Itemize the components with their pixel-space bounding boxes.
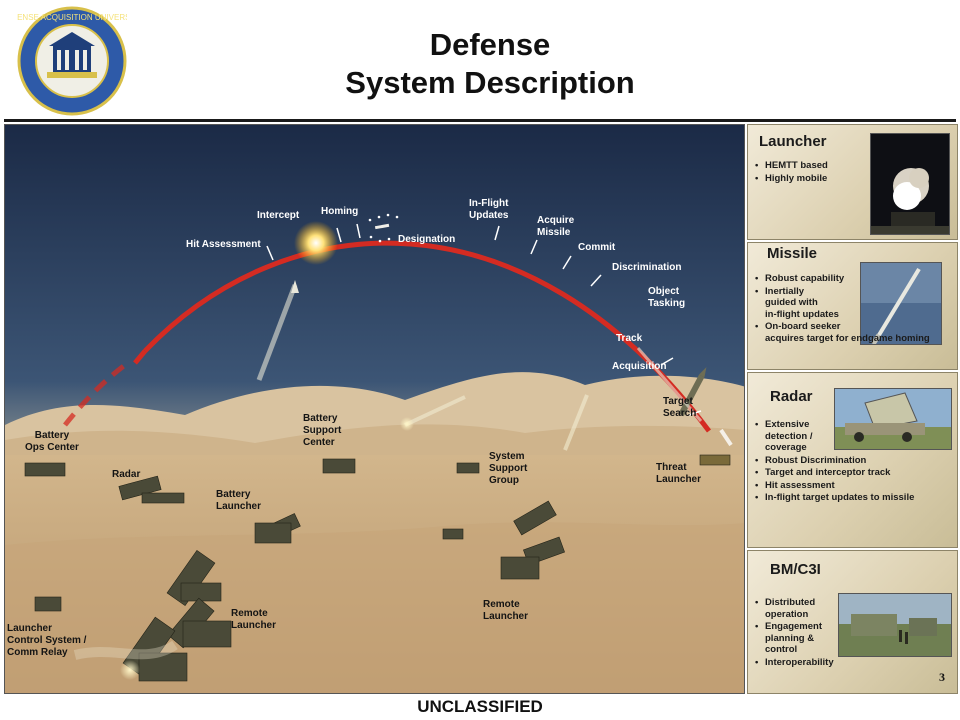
missile-panel-list: Robust capability Inertially guided with… xyxy=(755,273,960,345)
missile-item-2: Inertially guided with in-flight updates xyxy=(755,286,960,321)
missile-item-3: On-board seeker acquires target for endg… xyxy=(755,321,960,344)
radar-item-5: In-flight target updates to missile xyxy=(755,492,955,504)
label-acquisition: Acquisition xyxy=(612,361,667,372)
launch-photo-icon xyxy=(870,133,950,235)
label-hit-assessment: Hit Assessment xyxy=(186,239,261,250)
radar-panel: Radar Extensive detection / coverage Rob… xyxy=(747,372,958,548)
intercept-flash xyxy=(294,221,338,265)
label-acquire-missile: Acquire Missile xyxy=(537,215,575,238)
radar-item-4: Hit assessment xyxy=(755,480,955,492)
bmc3i-item-1: Distributed operation xyxy=(755,597,845,620)
label-battery-support-center: Battery Support Center xyxy=(303,413,342,448)
radar-panel-list: Extensive detection / coverage Robust Di… xyxy=(755,419,955,505)
label-launcher-control-system: Launcher Control System / Comm Relay xyxy=(7,623,87,658)
label-designation: Designation xyxy=(398,234,456,245)
label-remote-launcher-right: Remote Launcher xyxy=(483,599,529,622)
svg-text:DEFENSE ACQUISITION UNIVERSITY: DEFENSE ACQUISITION UNIVERSITY xyxy=(17,13,127,22)
page-title: Defense System Description xyxy=(300,26,680,102)
engagement-arc xyxy=(143,240,712,433)
c3i-photo-icon xyxy=(838,593,952,657)
header-rule xyxy=(4,119,956,122)
radar-item-1: Extensive detection / coverage xyxy=(755,419,955,454)
launcher-panel-title: Launcher xyxy=(759,133,827,150)
missile-panel-title: Missile xyxy=(767,245,818,262)
label-target-search: Target Search xyxy=(663,396,697,419)
label-threat-launcher: Threat Launcher xyxy=(656,462,702,485)
radar-item-3: Target and interceptor track xyxy=(755,467,955,479)
bmc3i-panel: BM/C3I Distributed operation Engagement … xyxy=(747,550,958,694)
system-concept-illustration: Hit Assessment Intercept Homing Designat… xyxy=(4,124,745,694)
bmc3i-panel-list: Distributed operation Engagement plannin… xyxy=(755,597,845,669)
label-remote-launcher-center: Remote Launcher xyxy=(231,608,277,631)
label-homing: Homing xyxy=(321,206,359,217)
missile-item-1: Robust capability xyxy=(755,273,960,285)
bmc3i-panel-title: BM/C3I xyxy=(770,561,821,578)
bmc3i-item-3: Interoperability xyxy=(755,657,845,669)
missile-panel: Missile Robust capability Inertially gui… xyxy=(747,242,958,370)
radar-panel-title: Radar xyxy=(770,388,813,405)
launcher-panel: Launcher HEMTT based Highly mobile xyxy=(747,124,958,240)
label-commit: Commit xyxy=(578,242,616,253)
bmc3i-item-2: Engagement planning & control xyxy=(755,621,845,656)
defense-acquisition-university-seal: DEFENSE ACQUISITION UNIVERSITY xyxy=(17,6,127,116)
launcher-item-2: Highly mobile xyxy=(755,173,865,185)
launcher-item-1: HEMTT based xyxy=(755,160,865,172)
label-intercept: Intercept xyxy=(257,210,300,221)
label-discrimination: Discrimination xyxy=(612,262,682,273)
label-system-support-group: System Support Group xyxy=(489,451,528,486)
title-line-2: System Description xyxy=(345,65,635,100)
component-panels: Launcher HEMTT based Highly mobile Missi… xyxy=(747,124,958,694)
label-object-tasking: Object Tasking xyxy=(648,286,686,309)
title-line-1: Defense xyxy=(429,27,551,62)
label-in-flight-updates: In-Flight Updates xyxy=(469,198,509,221)
radar-item-2: Robust Discrimination xyxy=(755,455,955,467)
classification-footer: UNCLASSIFIED xyxy=(417,697,543,716)
label-track: Track xyxy=(616,333,643,344)
label-battery-launcher: Battery Launcher xyxy=(216,489,262,512)
launcher-panel-list: HEMTT based Highly mobile xyxy=(755,160,865,185)
scene-artwork xyxy=(5,125,744,693)
page-number: 3 xyxy=(939,670,945,684)
label-battery-ops-center: Battery Ops Center xyxy=(25,430,79,453)
label-radar: Radar xyxy=(112,469,141,480)
